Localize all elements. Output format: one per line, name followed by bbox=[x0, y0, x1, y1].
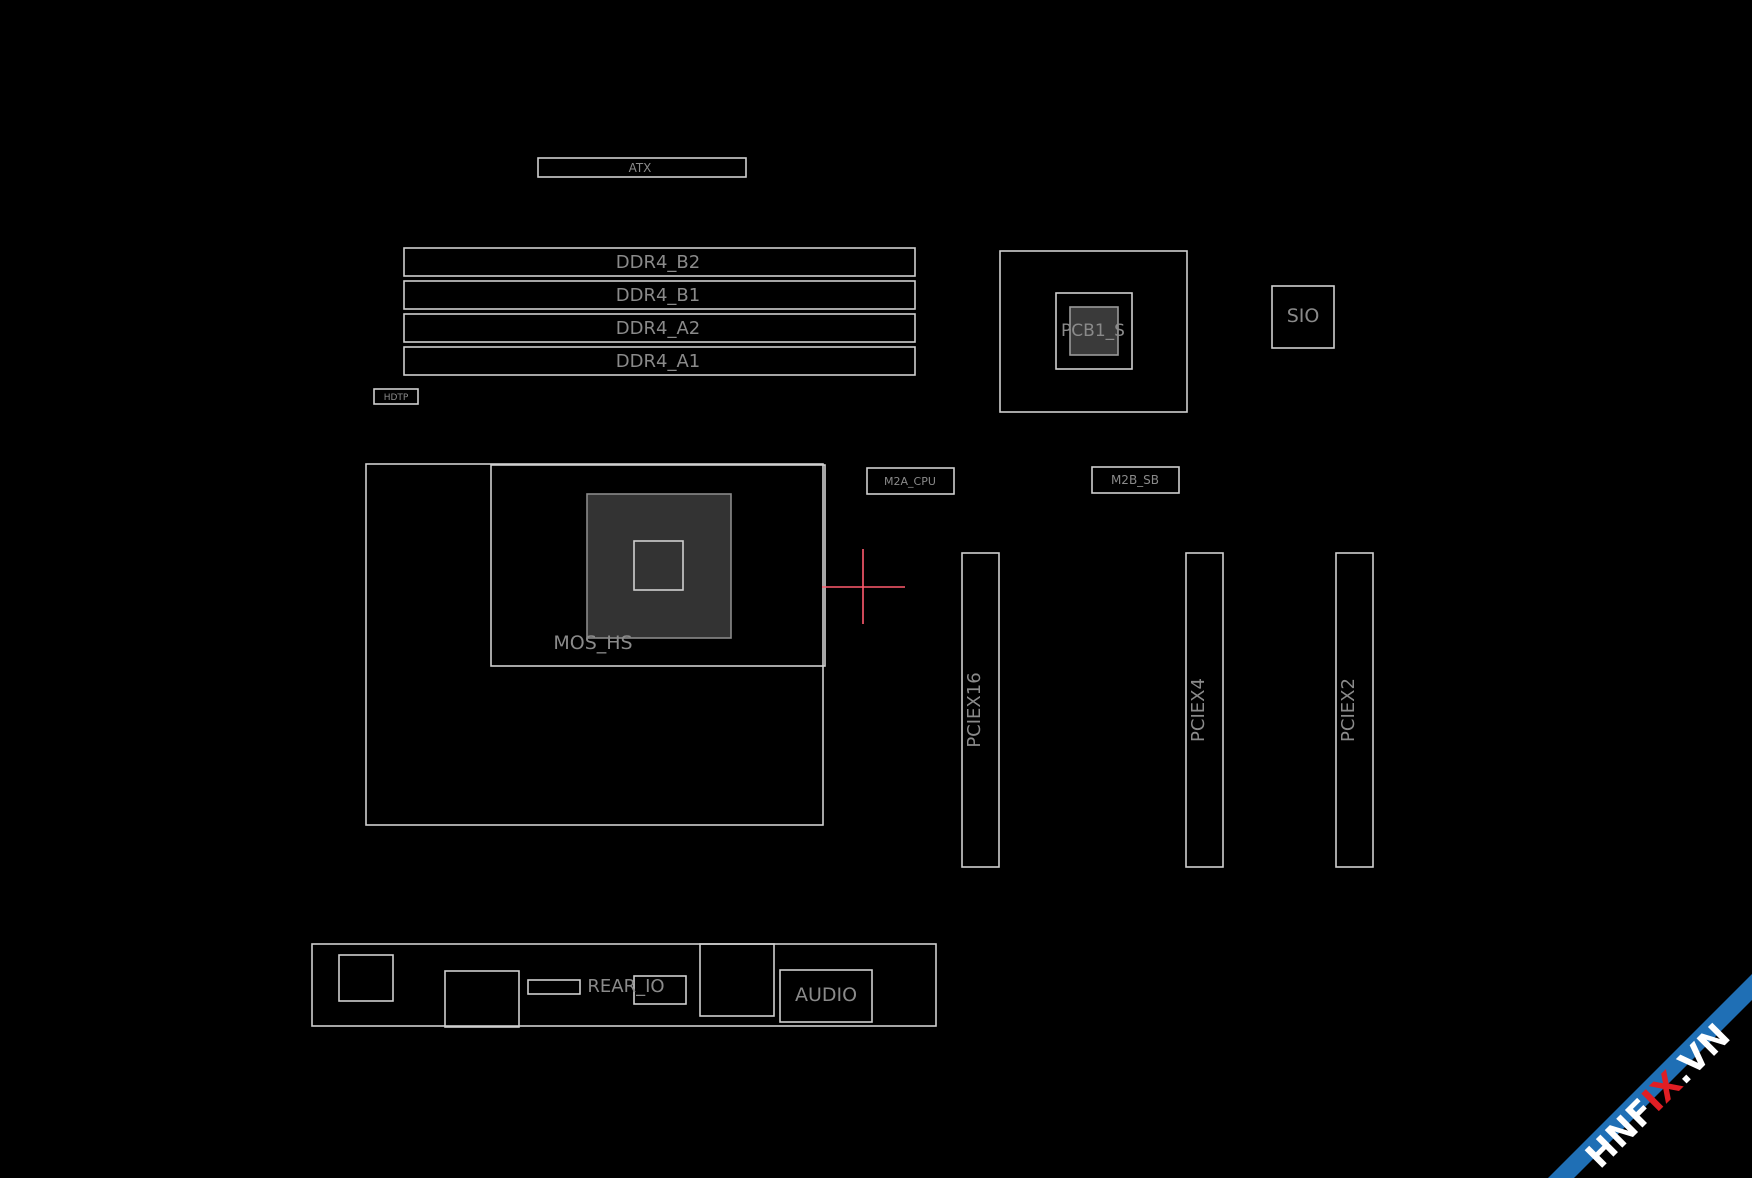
selection-cursor bbox=[822, 549, 905, 624]
ddr4-slot-a2 bbox=[403, 313, 916, 343]
pch-area bbox=[999, 250, 1188, 413]
m2a-cpu-slot bbox=[866, 467, 955, 495]
watermark-text: HNFIX.VN bbox=[1578, 1016, 1738, 1176]
pciex4-slot bbox=[1185, 552, 1224, 868]
rear-io-port-5 bbox=[699, 943, 775, 1017]
label-ddr4-a1: DDR4_A1 bbox=[616, 351, 700, 372]
pch-die bbox=[1069, 306, 1119, 356]
vrm-area bbox=[365, 463, 824, 826]
label-ddr4-b1: DDR4_B1 bbox=[616, 285, 700, 306]
atx-connector bbox=[537, 157, 747, 178]
rear-io-port-4 bbox=[633, 975, 687, 1005]
m2b-sb-slot bbox=[1091, 466, 1180, 494]
label-pciex4: PCIEX4 bbox=[1188, 678, 1209, 742]
rear-io-area bbox=[311, 943, 937, 1027]
label-sio: SIO bbox=[1287, 305, 1320, 327]
cpu-pad-array bbox=[586, 493, 732, 639]
pciex16-slot bbox=[961, 552, 1000, 868]
label-pciex16: PCIEX16 bbox=[964, 672, 985, 747]
label-audio: AUDIO bbox=[795, 984, 857, 1006]
label-hdtp: HDTP bbox=[384, 393, 409, 403]
audio-block bbox=[779, 969, 873, 1023]
label-atx: ATX bbox=[629, 161, 652, 175]
label-ddr4-a2: DDR4_A2 bbox=[616, 318, 700, 339]
label-rear-io: REAR_IO bbox=[587, 976, 664, 997]
ddr4-slot-b2 bbox=[403, 247, 916, 277]
watermark: HNFIX.VN bbox=[1548, 974, 1752, 1178]
board-outline: ATX DDR4_B2 DDR4_B1 DDR4_A2 DDR4_A1 PCB1… bbox=[311, 157, 1374, 1028]
sio-chip bbox=[1271, 285, 1335, 349]
pciex2-slot bbox=[1335, 552, 1374, 868]
hdtp-connector bbox=[373, 388, 419, 405]
ddr4-slot-a1 bbox=[403, 346, 916, 376]
rear-io-port-3 bbox=[527, 979, 581, 995]
label-mos-hs: MOS_HS bbox=[553, 632, 632, 654]
rear-io-port-2 bbox=[444, 970, 520, 1028]
cpu-center-die bbox=[633, 540, 684, 591]
pch-chip bbox=[1055, 292, 1133, 370]
ddr4-slot-group bbox=[403, 247, 916, 376]
watermark-band bbox=[1548, 974, 1752, 1178]
label-pch: PCB1_S bbox=[1061, 321, 1125, 341]
rear-io-port-1 bbox=[338, 954, 394, 1002]
label-m2b-sb: M2B_SB bbox=[1111, 473, 1159, 487]
label-ddr4-b2: DDR4_B2 bbox=[616, 252, 700, 273]
cpu-socket-area bbox=[490, 464, 826, 667]
ddr4-slot-b1 bbox=[403, 280, 916, 310]
label-m2a-cpu: M2A_CPU bbox=[884, 475, 936, 488]
label-pciex2: PCIEX2 bbox=[1338, 678, 1359, 742]
